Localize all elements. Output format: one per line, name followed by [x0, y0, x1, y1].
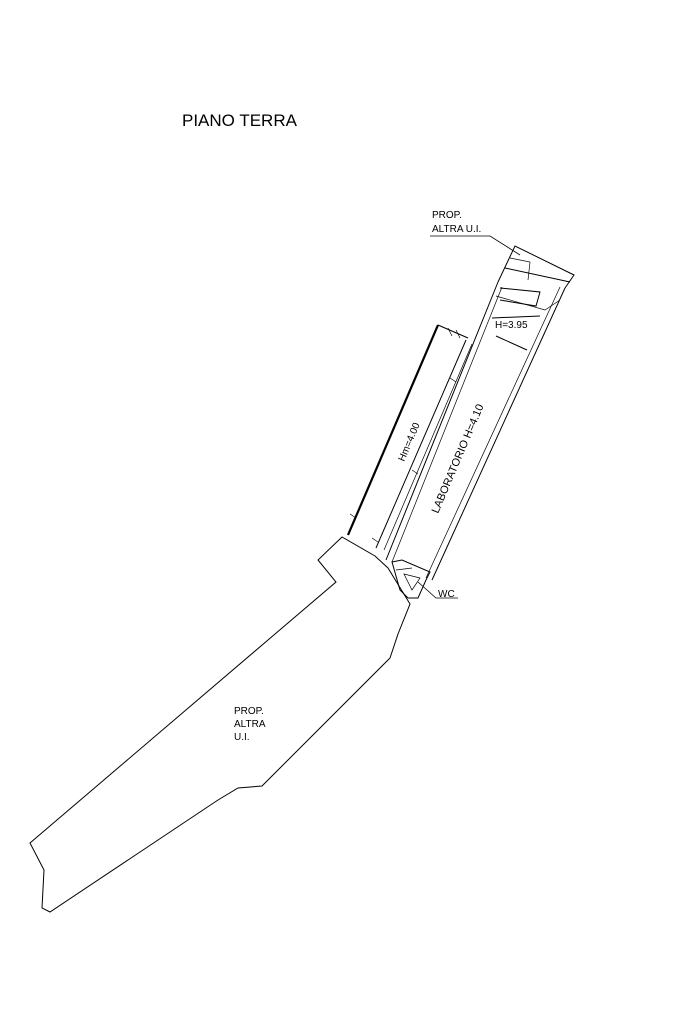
plan-title: PIANO TERRA — [182, 111, 298, 130]
neighbour-property-outline — [29, 536, 411, 913]
wall-ticks — [349, 327, 461, 543]
laboratorio-left-wall-inner — [391, 286, 503, 563]
label-prop-bottom-2: ALTRA — [234, 719, 266, 730]
label-height-small: H=3.95 — [495, 320, 528, 331]
laboratorio-right-wall — [431, 287, 566, 581]
hm-strip-inner-wall — [375, 339, 467, 549]
label-prop-top-2: ALTRA U.I. — [432, 224, 481, 235]
leader-prop-top — [430, 235, 521, 256]
leader-wc — [417, 581, 458, 599]
h395-partition — [495, 335, 528, 351]
top-annex-outline — [497, 245, 575, 289]
label-prop-bottom-1: PROP. — [234, 706, 264, 717]
wc-block-outline — [391, 559, 431, 599]
wc-block-inner — [403, 573, 421, 591]
label-laboratorio: LABORATORIO H=4.10 — [430, 403, 487, 516]
top-annex-room-b — [495, 295, 561, 311]
top-annex-wall-2 — [509, 257, 531, 281]
label-prop-bottom-3: U.I. — [234, 732, 250, 743]
label-prop-top-1: PROP. — [432, 210, 462, 221]
laboratorio-right-wall-inner — [425, 286, 561, 579]
laboratorio-left-wall — [385, 281, 499, 561]
top-annex-wall-1 — [504, 267, 571, 283]
label-wc: WC — [438, 589, 455, 600]
hm-strip-inner-wall-2 — [383, 343, 473, 551]
top-annex-room-a — [499, 287, 541, 307]
top-annex-partition — [491, 315, 541, 319]
building-outer-wall-top — [437, 324, 469, 339]
label-hm: Hm=4.00 — [397, 421, 423, 463]
building-outer-wall — [346, 324, 440, 536]
wc-door — [395, 567, 413, 571]
